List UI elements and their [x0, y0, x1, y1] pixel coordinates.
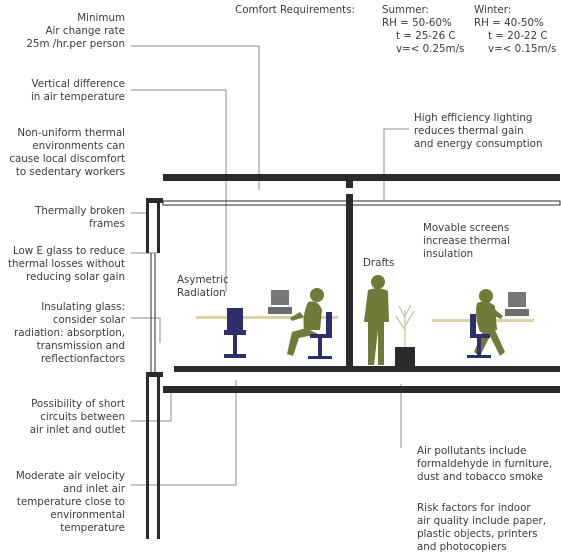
chair-left-empty	[224, 308, 246, 358]
insulating-glass-label: Insulating glass: consider solar radiati…	[14, 301, 125, 365]
asymetric-radiation-label: Asymetric Radiation	[177, 274, 229, 299]
frame-right-upper	[157, 203, 160, 253]
air-pollutants-label: Air pollutants include formaldehyde in f…	[417, 445, 553, 483]
leader-lines	[131, 45, 409, 486]
floor-slab	[174, 366, 560, 372]
window-sill	[146, 372, 163, 377]
comfort-requirements-title: Comfort Requirements:	[235, 4, 356, 16]
partition-wall	[346, 194, 353, 366]
desk-left	[196, 316, 338, 319]
chair-left-seated	[308, 312, 332, 359]
glazing	[150, 200, 561, 372]
short-circuit-label: Possibility of short circuits between ai…	[29, 398, 125, 436]
plant	[395, 304, 415, 366]
summer-requirements: Summer: RH = 50-60% t = 25-26 C v=< 0.25…	[382, 4, 465, 55]
winter-requirements: Winter: RH = 40-50% t = 20-22 C v=< 0.15…	[474, 4, 557, 55]
computer-base-left	[268, 307, 292, 314]
thermally-broken-frames-label: Thermally broken frames	[35, 205, 125, 230]
monitor-left	[271, 290, 289, 305]
facade-lower-right	[157, 377, 160, 539]
roof-slab	[163, 174, 560, 181]
drafts-label: Drafts	[363, 257, 395, 269]
chair-right	[467, 314, 491, 358]
low-e-glass-label: Low E glass to reduce thermal losses wit…	[8, 245, 125, 283]
air-change-rate-label: Minimum Air change rate 25m /hr.per pers…	[26, 12, 125, 50]
movable-screens-label: Movable screens increase thermal insulat…	[423, 222, 510, 260]
computer-base-right	[505, 309, 529, 316]
roof-beam	[346, 181, 353, 188]
window-head	[146, 198, 163, 203]
floor-slab-underside	[163, 386, 560, 393]
risk-factors-label: Risk factors for indoor air quality incl…	[417, 502, 546, 553]
structure	[146, 174, 560, 539]
right-workstation	[364, 275, 534, 366]
light-fixture	[162, 200, 561, 206]
left-workstation	[196, 288, 338, 359]
frame-left-upper	[146, 203, 149, 253]
vertical-temperature-label: Vertical difference in air temperature	[30, 78, 125, 103]
air-velocity-label: Moderate air velocity and inlet air temp…	[15, 470, 125, 534]
lighting-label: High efficiency lighting reduces thermal…	[414, 112, 543, 150]
standing-person	[364, 275, 389, 365]
nonuniform-thermal-label: Non-uniform thermal environments can cau…	[9, 127, 125, 178]
facade-lower-left	[146, 377, 149, 539]
monitor-right	[508, 292, 526, 307]
